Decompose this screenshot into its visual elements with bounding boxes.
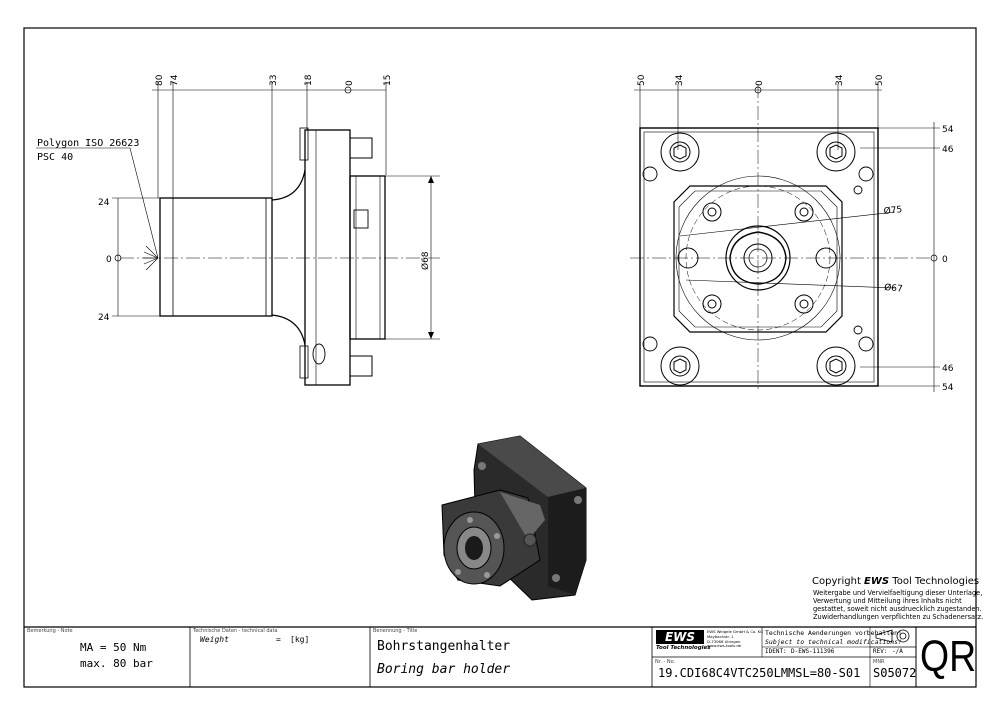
copyright-line: gestattet, soweit nicht ausdruecklich zu…	[813, 605, 982, 613]
front-view	[630, 84, 940, 392]
sheet-border	[23, 27, 977, 688]
dim-0-right: 0	[942, 255, 948, 265]
corner-screws	[660, 132, 856, 386]
dim-46-top: 46	[942, 145, 954, 155]
origin-mark-left	[114, 254, 122, 262]
inner-holes	[677, 202, 837, 314]
title-block-lines	[24, 626, 976, 687]
dim-46-bottom: 46	[942, 364, 954, 374]
dim-54-top: 54	[942, 125, 954, 135]
shank-body	[159, 197, 273, 317]
dim-50-left: 50	[637, 74, 647, 86]
dim-0-left: 0	[106, 255, 112, 265]
copyright-prefix: Copyright	[812, 576, 865, 587]
note-pressure: max. 80 bar	[80, 657, 153, 670]
copyright-line: Verwertung und Mitteilung ihres Inhalts …	[813, 597, 962, 605]
ident-value: D-EWS-111396	[791, 648, 835, 655]
pocket	[673, 185, 843, 333]
dim-33: 33	[269, 75, 279, 86]
copyright-suffix: Tool Technologies	[889, 576, 980, 587]
polygon-label: Polygon ISO 26623	[37, 138, 139, 149]
title-caption: Benennung - Title	[373, 628, 418, 634]
mnr-value: S05072	[873, 666, 917, 680]
isometric-render	[441, 435, 587, 601]
front-origin-right	[930, 254, 938, 262]
diameter-75: Ø75	[883, 204, 903, 217]
side-view	[36, 82, 440, 386]
origin-mark-top	[344, 86, 352, 94]
plate-outline	[639, 127, 879, 387]
rev-value: -/A	[892, 648, 903, 655]
screw-head-top	[349, 137, 373, 159]
copyright-title: Copyright EWS Tool Technologies	[812, 576, 979, 587]
company-line: D-73066 Uhingen	[707, 638, 741, 644]
weight-unit: [kg]	[290, 635, 310, 644]
changes-german: Technische Aenderungen vorbehalten!	[765, 629, 902, 637]
weight-label: Weight	[200, 635, 229, 644]
ews-logo: EWS	[656, 630, 704, 644]
dim-24-top: 24	[98, 198, 110, 208]
copyright-line: Zuwiderhandlungen verpflichten zu Schade…	[813, 613, 984, 621]
dim-18: 18	[304, 74, 314, 86]
copyright-brand: EWS	[864, 576, 890, 587]
circle-75	[675, 175, 841, 341]
psc-label: PSC 40	[37, 152, 73, 163]
ident-label: IDENT:	[765, 648, 787, 655]
dim-34-left: 34	[675, 74, 685, 86]
spigot	[349, 175, 386, 340]
hub	[725, 225, 791, 291]
qr-mark: QR	[920, 632, 977, 681]
diameter-67: Ø67	[884, 282, 903, 295]
dim-24-bottom: 24	[98, 313, 110, 323]
flange	[304, 129, 351, 386]
dim-74: 74	[170, 74, 180, 86]
number-caption: Nr. - No.	[655, 659, 676, 665]
pin	[353, 209, 369, 229]
side-extension-lines	[152, 82, 387, 200]
dim-0-top: 0	[345, 80, 355, 86]
company-address: EWS Weigele GmbH & Co. KG Maybachstr. 1 …	[707, 629, 764, 649]
dim-50-right: 50	[875, 74, 885, 86]
diameter-68: Ø68	[420, 251, 431, 270]
tech-caption: Technische Daten - technical data	[193, 628, 278, 634]
screw-head-bottom	[349, 355, 373, 377]
part-number: 19.CDI68C4VTC250LMMSL=80-S01	[658, 666, 861, 680]
rev-label: REV:	[873, 648, 888, 655]
dim-34-right: 34	[835, 74, 845, 86]
note-caption: Bemerkung - Note	[27, 628, 73, 634]
title-german: Bohrstangenhalter	[377, 639, 511, 654]
dim-15: 15	[383, 75, 393, 86]
polygon-leader	[36, 147, 159, 259]
dim-80: 80	[155, 74, 165, 86]
company-line: EWS Weigele GmbH & Co. KG	[707, 629, 764, 634]
copyright-text: Weitergabe und Vervielfaeltigung dieser …	[813, 589, 983, 621]
copyright-line: Weitergabe und Vervielfaeltigung dieser …	[813, 589, 983, 597]
dim-54-bottom: 54	[942, 383, 954, 393]
company-line: Maybachstr. 1	[707, 633, 734, 639]
ews-logo-sub: Tool Technologies	[656, 645, 711, 651]
slot	[312, 343, 326, 365]
side-view-labels: 80 74 33 18 0 15 24 0 24 Polygon ISO 266…	[37, 74, 431, 323]
front-view-labels: 50 34 0 34 50 54 46 0 46 54 Ø75 Ø67	[637, 74, 954, 393]
mnr-caption: MNR	[873, 659, 885, 665]
note-torque: MA = 50 Nm	[80, 641, 147, 654]
weight-eq: =	[276, 635, 281, 644]
title-english: Boring bar holder	[377, 662, 511, 677]
changes-english: Subject to technical modifications!	[765, 638, 902, 646]
dim-0-front: 0	[755, 80, 765, 86]
company-line: www.ews-tools.de	[707, 643, 742, 649]
polygon-bore	[729, 231, 787, 285]
